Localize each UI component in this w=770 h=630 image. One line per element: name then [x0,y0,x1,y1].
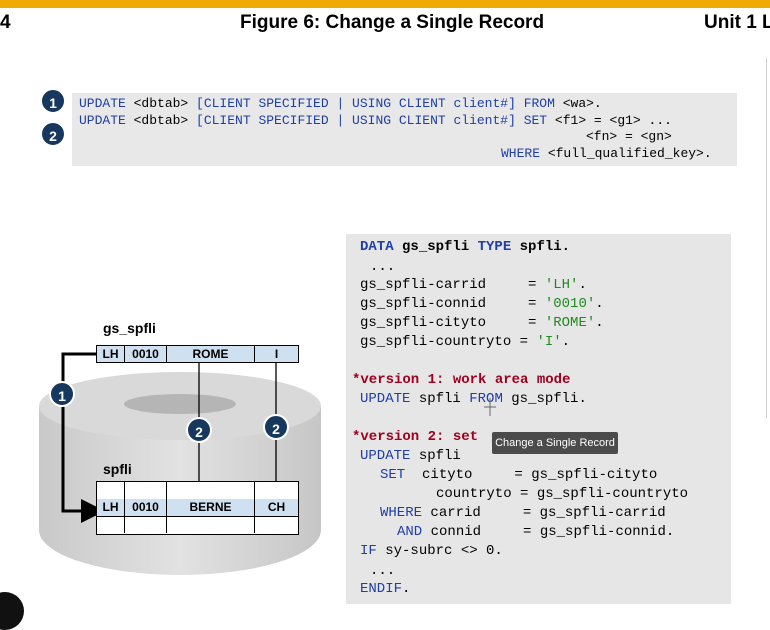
work-area-label: gs_spfli [103,320,156,336]
code-line-endif: ENDIF. [360,581,411,597]
diagram-badge-1: 1 [49,381,75,407]
diagram-badge-2-cityto: 2 [186,417,212,443]
table-cell [125,482,167,499]
syntax-badge-2: 2 [40,121,66,147]
wa-cell-countryto: I [274,347,279,361]
code-line-set-2: countryto = gs_spfli-countryto [436,486,689,502]
code-comment-version-1: *version 1: work area mode [352,372,571,388]
diagram-badge-2-countryto: 2 [263,414,289,440]
code-line-where: WHERE carrid = gs_spfli-carrid [380,505,666,521]
page-number: 4 [0,12,11,33]
table-cell [97,482,125,499]
syntax-badge-1: 1 [40,88,66,114]
db-cell-countryto: CH [267,500,286,514]
tooltip: Change a Single Record [492,432,618,454]
work-area-row: LH 0010 ROME I [96,345,299,363]
table-cell [125,516,167,533]
code-line-set: SET cityto = gs_spfli-cityto [380,467,658,483]
move-cursor-icon [484,398,496,416]
db-table-label: spfli [103,461,132,477]
syntax-box [72,93,737,166]
wa-cell-cityto: ROME [167,346,255,362]
db-table-row-updated: LH 0010 BERNE CH [97,499,298,517]
db-table-row-empty [97,516,298,534]
code-line-and: AND connid = gs_spfli-connid. [397,524,675,540]
code-line-if: IF sy-subrc <> 0. [360,543,503,559]
table-cell [167,482,255,499]
table-cell [167,516,255,533]
code-line-assign-cityto: gs_spfli-cityto = 'ROME'. [360,315,604,331]
code-line-dots-2: ... [370,563,396,579]
syntax-line-2: UPDATE <dbtab> [CLIENT SPECIFIED | USING… [79,113,672,128]
table-cell [97,516,125,533]
code-line-assign-connid: gs_spfli-connid = '0010'. [360,296,604,312]
db-table: LH 0010 BERNE CH [96,481,299,535]
slide-edge [766,58,767,418]
code-line-assign-countryto: gs_spfli-countryto = 'I'. [360,334,571,350]
code-line-assign-carrid: gs_spfli-carrid = 'LH'. [360,277,587,293]
syntax-line-1: UPDATE <dbtab> [CLIENT SPECIFIED | USING… [79,96,602,111]
db-cell-carrid: LH [97,499,125,516]
db-table-row-empty [97,482,298,500]
db-cell-connid: 0010 [125,499,167,516]
unit-label: Unit 1 L [704,12,770,33]
accent-bar [0,0,770,8]
syntax-line-4: WHERE <full_qualified_key>. [501,146,712,161]
syntax-line-3: <fn> = <gn> [586,129,672,144]
code-line-dots: ... [370,259,396,275]
code-line-update-2: UPDATE spfli [360,448,461,464]
figure-title: Figure 6: Change a Single Record [240,12,545,33]
wa-cell-connid: 0010 [125,346,167,362]
wa-cell-carrid: LH [97,346,125,362]
code-line-data: DATA gs_spfli TYPE spfli. [360,239,571,255]
code-box [346,234,731,604]
db-cell-cityto: BERNE [167,499,255,516]
code-line-update-1: UPDATE spfli FROM gs_spfli. [360,391,587,407]
code-comment-version-2: *version 2: set [352,429,479,445]
